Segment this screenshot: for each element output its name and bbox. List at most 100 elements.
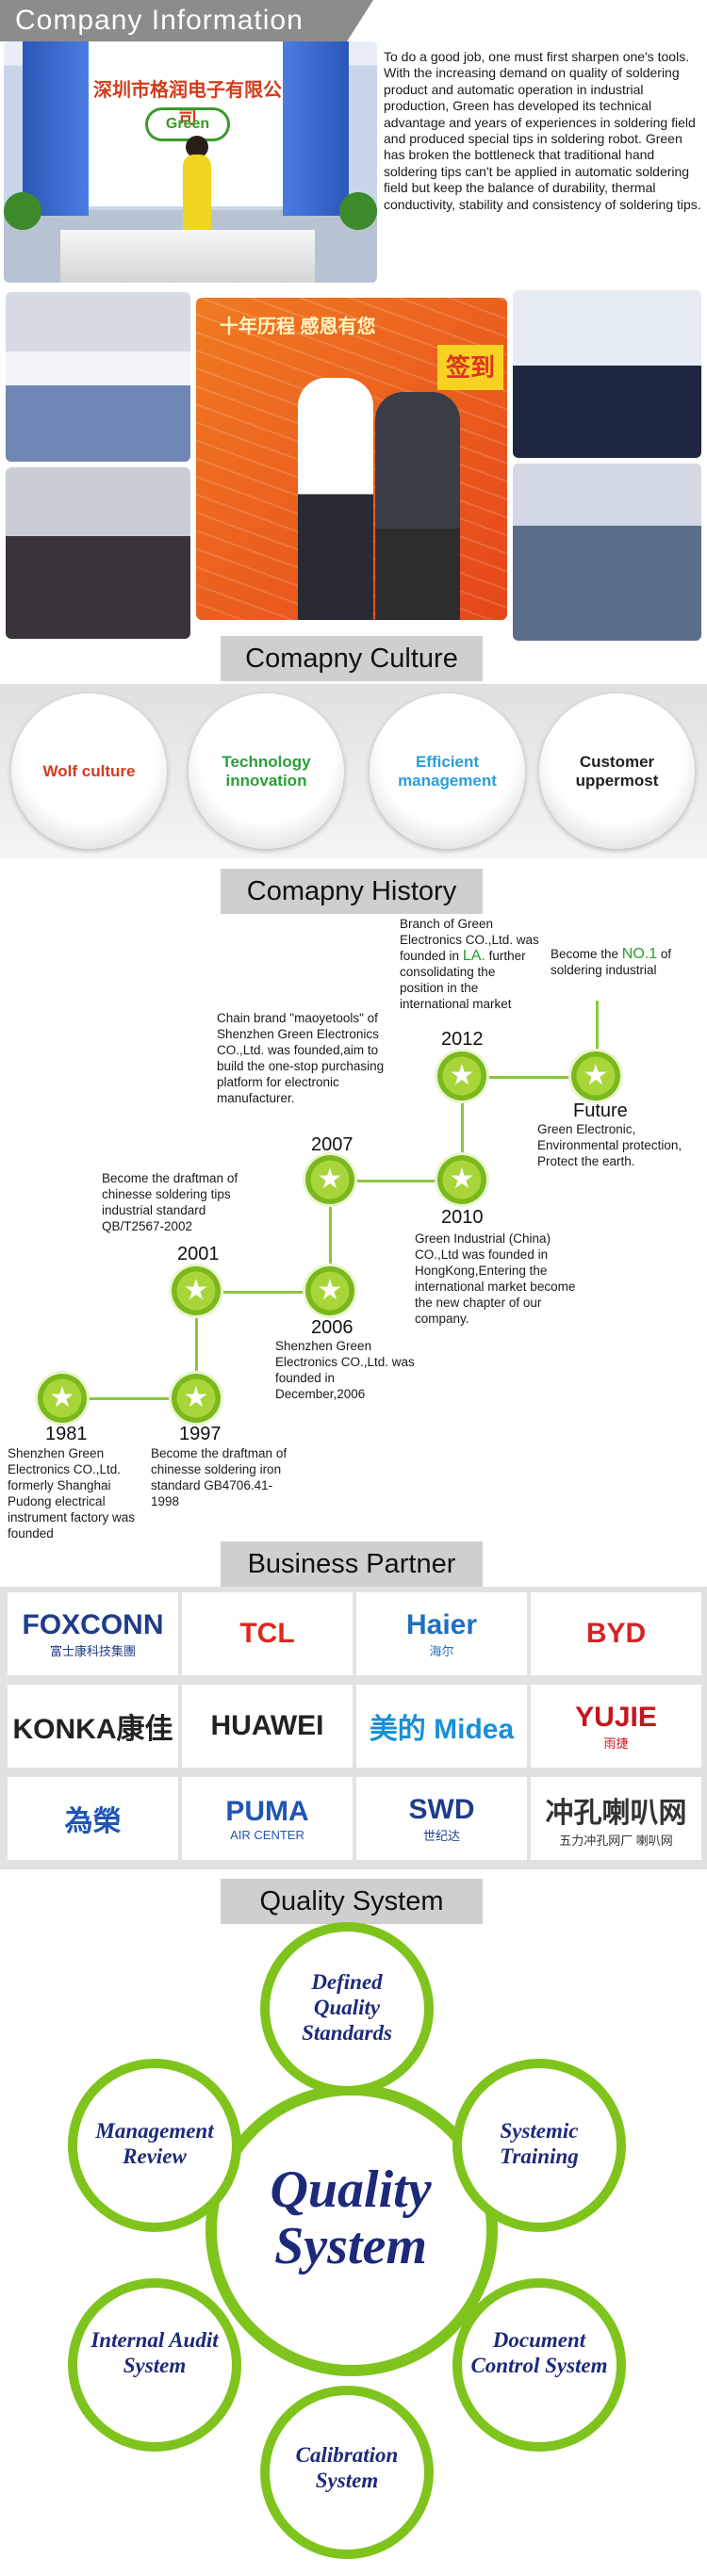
history-year: 2006 (311, 1317, 354, 1338)
partner-sub: 富士康科技集團 (49, 1643, 136, 1658)
culture-item-customer: Customer uppermost (539, 693, 695, 849)
partner-sub: 世纪达 (422, 1828, 460, 1843)
star-icon: ★ (305, 1266, 354, 1315)
event-photo: 十年历程 感恩有您 签到 (196, 298, 507, 620)
partner-name: PUMA (225, 1795, 309, 1827)
history-text: Green Industrial (China) CO.,Ltd was fou… (415, 1231, 576, 1326)
history-title: Comapny History (221, 869, 483, 914)
quality-ring (260, 1922, 434, 2095)
partner-name: 美的 Midea (369, 1714, 515, 1745)
office-photo (6, 292, 190, 462)
quality-item: Systemic Training (500, 2119, 579, 2168)
history-text: Green Electronic, Environmental protecti… (537, 1122, 682, 1168)
partner-name: YUJIE (575, 1701, 657, 1733)
partner-name: FOXCONN (22, 1608, 164, 1640)
partner-logo: 為榮 (8, 1777, 178, 1860)
culture-title: Comapny Culture (221, 636, 483, 681)
staff-photo (6, 467, 190, 639)
company-info-title: Company Information (0, 0, 373, 41)
history-text: Shenzhen Green Electronics CO.,Ltd. was … (275, 1339, 415, 1401)
history-text: Shenzhen Green Electronics CO.,Ltd. form… (8, 1446, 136, 1541)
partner-logo: YUJIE 雨捷 (531, 1685, 701, 1768)
history-text: Chain brand "maoyetools" of Shenzhen Gre… (217, 1011, 385, 1105)
quality-ring (68, 2278, 241, 2452)
partner-logo: KONKA康佳 (8, 1685, 178, 1768)
star-icon: ★ (305, 1155, 354, 1204)
quality-ring (452, 2059, 626, 2232)
team-photo (513, 290, 701, 458)
star-icon: ★ (38, 1374, 87, 1423)
history-text: Branch of Green Electronics CO.,Ltd. was… (400, 917, 539, 1011)
star-icon: ★ (437, 1052, 486, 1101)
quality-item: Management Review (95, 2119, 214, 2168)
partner-sub: 五力冲孔网厂 喇叭网 (559, 1833, 673, 1848)
partner-sub: AIR CENTER (230, 1827, 304, 1842)
timeline-line (62, 1397, 196, 1400)
quality-item: Document Control System (470, 2328, 608, 2377)
quality-ring (68, 2059, 241, 2232)
highlight-la: LA. (462, 948, 485, 964)
history-future-goal: Become the NO.1 of soldering industrial (551, 946, 672, 977)
quality-ring (452, 2278, 626, 2452)
star-icon: ★ (571, 1052, 620, 1101)
partner-name: TCL (239, 1618, 295, 1649)
partner-logo: Haier 海尔 (356, 1592, 527, 1675)
history-year: Future (573, 1101, 628, 1121)
culture-label: Customer uppermost (575, 752, 659, 790)
company-intro-text: To do a good job, one must first sharpen… (384, 49, 701, 212)
partner-name: SWD (408, 1793, 475, 1825)
quality-item: Internal Audit System (90, 2328, 219, 2377)
green-logo: Green (145, 107, 230, 141)
history-year: 1997 (179, 1424, 222, 1444)
quality-item: Defined Quality Standards (302, 1970, 392, 2045)
partners-title: Business Partner (221, 1541, 483, 1587)
partner-name: Haier (405, 1608, 478, 1640)
partner-name: 冲孔喇叭网 (545, 1797, 687, 1829)
timeline-line (462, 1076, 596, 1079)
partner-name: HUAWEI (210, 1710, 324, 1741)
history-text: Become the draftman of chinesse solderin… (102, 1171, 238, 1233)
partner-sub: 海尔 (429, 1643, 454, 1658)
workshop-photo (513, 464, 701, 641)
quality-ring (260, 2386, 434, 2559)
event-banner-text: 十年历程 感恩有您 (220, 317, 376, 337)
lobby-photo: 深圳市格润电子有限公司 Green (4, 41, 377, 283)
timeline-line (331, 1180, 462, 1182)
history-year: 2010 (441, 1207, 484, 1228)
star-icon: ★ (172, 1374, 221, 1423)
quality-center-text: Quality System (270, 2160, 432, 2275)
partner-logo: 美的 Midea (356, 1685, 527, 1768)
history-year: 2012 (441, 1029, 484, 1050)
culture-item-wolf: Wolf culture (11, 693, 167, 849)
culture-label: Technology innovation (222, 752, 311, 790)
partner-name: 為榮 (64, 1806, 122, 1837)
history-year: 2007 (311, 1134, 354, 1155)
history-text: Become the draftman of chinesse solderin… (151, 1446, 288, 1508)
partner-logo: HUAWEI (182, 1685, 353, 1768)
partner-name: KONKA康佳 (12, 1714, 173, 1745)
partner-logo: FOXCONN 富士康科技集團 (8, 1592, 178, 1675)
history-year: 1981 (45, 1424, 88, 1444)
timeline-line (461, 1077, 464, 1181)
timeline-line (596, 1001, 599, 1076)
timeline-line (195, 1293, 198, 1396)
event-sign-text: 签到 (437, 345, 503, 390)
history-year: 2001 (177, 1244, 220, 1264)
lobby-sign-text: 深圳市格润电子有限公司 (93, 80, 282, 128)
culture-item-management: Efficient management (370, 693, 525, 849)
culture-label: Efficient management (398, 752, 497, 790)
partner-logo: 冲孔喇叭网五力冲孔网厂 喇叭网 (531, 1777, 701, 1860)
star-icon: ★ (437, 1155, 486, 1204)
culture-label: Wolf culture (42, 761, 136, 780)
timeline-line (329, 1181, 332, 1292)
partner-logo: SWD 世纪达 (356, 1777, 527, 1860)
partner-logo: BYD (531, 1592, 701, 1675)
partner-name: BYD (585, 1618, 647, 1649)
quality-title: Quality System (221, 1879, 483, 1924)
timeline-line (196, 1291, 330, 1294)
star-icon: ★ (172, 1266, 221, 1315)
culture-item-technology: Technology innovation (189, 693, 344, 849)
partner-sub: 雨捷 (603, 1736, 629, 1751)
quality-item: Calibration System (295, 2443, 399, 2492)
